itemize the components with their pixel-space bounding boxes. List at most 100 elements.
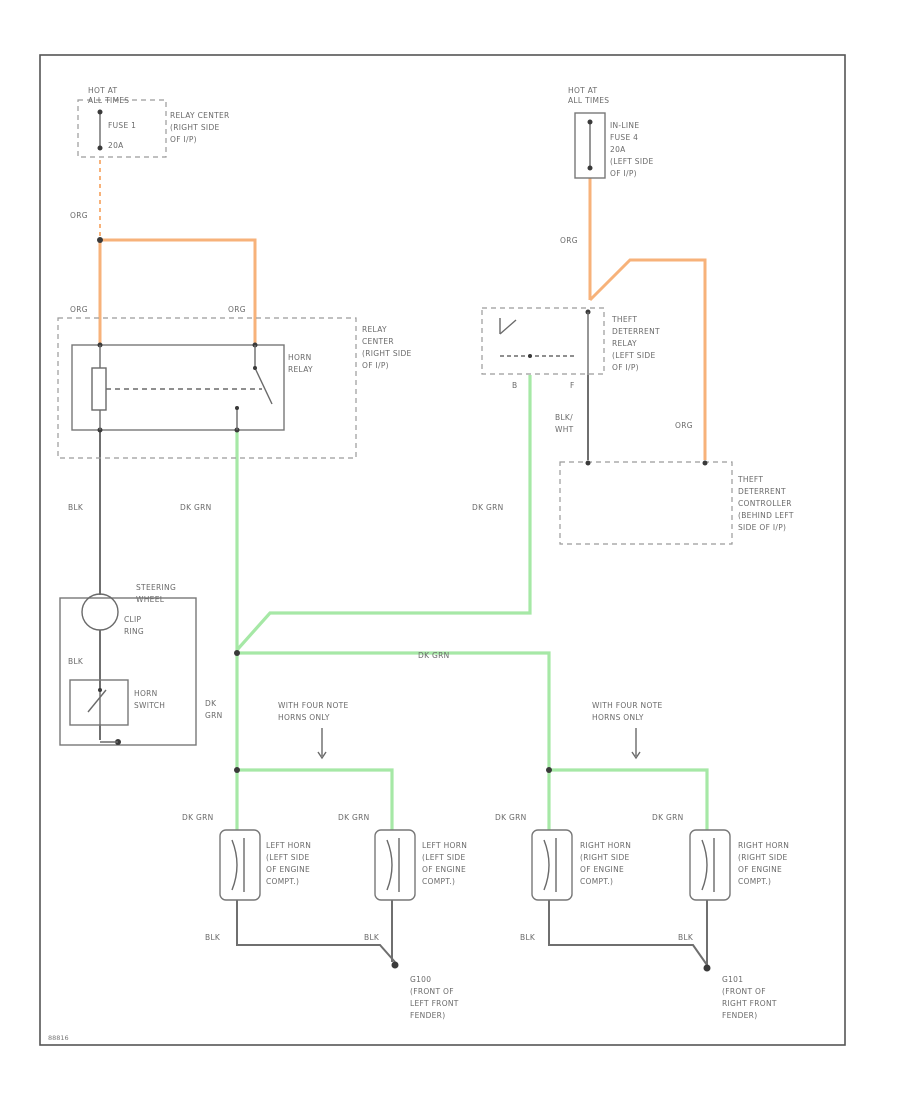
theft-relay-label-line1: THEFT (611, 315, 637, 324)
wire-label-dk-grn-right: DK GRN (472, 503, 504, 512)
theft-deterrent-relay: THEFT DETERRENT RELAY (LEFT SIDE OF I/P)… (481, 307, 660, 390)
svg-text:FENDER): FENDER) (410, 1011, 445, 1020)
svg-text:OF ENGINE: OF ENGINE (738, 865, 782, 874)
pin-f-label: F (570, 381, 575, 390)
orange-wires (98, 160, 707, 460)
left-horn-a: LEFT HORN (LEFT SIDE OF ENGINE COMPT.) (219, 829, 311, 901)
right-horn-b: RIGHT HORN (RIGHT SIDE OF ENGINE COMPT.) (689, 829, 789, 901)
relay-center-location-line2: (RIGHT SIDE (170, 123, 220, 132)
splice-org-left (97, 237, 103, 243)
relay-center-box-line2: CENTER (362, 337, 394, 346)
svg-text:RIGHT HORN: RIGHT HORN (738, 841, 789, 850)
clip-ring-label-line1: CLIP (124, 615, 142, 624)
fuse-4-location-line1: (LEFT SIDE (610, 157, 653, 166)
svg-text:(FRONT OF: (FRONT OF (722, 987, 766, 996)
wire-label-blk-switch: BLK (68, 657, 84, 666)
wire-label-dk-grn-vertical-line2: GRN (205, 711, 223, 720)
svg-text:OF ENGINE: OF ENGINE (580, 865, 624, 874)
hot-at-all-times-right-line2: ALL TIMES (568, 96, 609, 105)
fuse-1-label: FUSE 1 (108, 121, 136, 130)
theft-relay-label-line5: OF I/P) (612, 363, 639, 372)
horn-switch-label-line2: SWITCH (134, 701, 165, 710)
relay-center-location-line3: OF I/P) (170, 135, 197, 144)
svg-text:OF ENGINE: OF ENGINE (266, 865, 310, 874)
wire-label-org-a: ORG (70, 305, 88, 314)
svg-text:WITH FOUR NOTE: WITH FOUR NOTE (592, 701, 663, 710)
relay-center-box-line1: RELAY (362, 325, 387, 334)
green-wires (235, 375, 709, 830)
theft-controller-label-line1: THEFT (737, 475, 763, 484)
wire-label-dk-grn-horn-4: DK GRN (652, 813, 684, 822)
left-horn-b: LEFT HORN (LEFT SIDE OF ENGINE COMPT.) (374, 829, 467, 901)
theft-controller-label-line4: (BEHIND LEFT (738, 511, 794, 520)
svg-text:HORNS ONLY: HORNS ONLY (278, 713, 330, 722)
hot-at-all-times-left-line2: ALL TIMES (88, 96, 129, 105)
pin-b-label: B (512, 381, 517, 390)
black-wires (99, 375, 708, 966)
svg-text:LEFT FRONT: LEFT FRONT (410, 999, 459, 1008)
svg-text:FENDER): FENDER) (722, 1011, 757, 1020)
hot-at-all-times-right-line1: HOT AT (568, 86, 598, 95)
steering-wheel-label-line2: WHEEL (136, 595, 165, 604)
wire-label-dk-grn-horn-3: DK GRN (495, 813, 527, 822)
svg-text:RIGHT HORN: RIGHT HORN (580, 841, 631, 850)
wire-label-blk-wht-line1: BLK/ (555, 413, 573, 422)
wire-label-org-top-left: ORG (70, 211, 88, 220)
ground-g101: G101 (FRONT OF RIGHT FRONT FENDER) (703, 964, 777, 1020)
horn-relay-label-line2: RELAY (288, 365, 313, 374)
svg-text:G100: G100 (410, 975, 431, 984)
clip-ring-label-line2: RING (124, 627, 144, 636)
wire-label-dk-grn-bus: DK GRN (418, 651, 450, 660)
wire-label-org-controller: ORG (675, 421, 693, 430)
svg-text:OF ENGINE: OF ENGINE (422, 865, 466, 874)
theft-relay-label-line3: RELAY (612, 339, 637, 348)
fuse-4-location-line2: OF I/P) (610, 169, 637, 178)
svg-text:(FRONT OF: (FRONT OF (410, 987, 454, 996)
splice-green-right (546, 767, 552, 773)
svg-text:G101: G101 (722, 975, 743, 984)
svg-text:COMPT.): COMPT.) (580, 877, 613, 886)
relay-center-box-line3: (RIGHT SIDE (362, 349, 412, 358)
theft-controller-label-line2: DETERRENT (738, 487, 786, 496)
hot-at-all-times-left-line1: HOT AT (88, 86, 118, 95)
theft-relay-label-line2: DETERRENT (612, 327, 660, 336)
relay-center-location-line1: RELAY CENTER (170, 111, 230, 120)
fuse-1-block: HOT AT ALL TIMES FUSE 1 20A RELAY CENTER… (77, 86, 230, 158)
wire-label-org-right: ORG (560, 236, 578, 245)
svg-text:(RIGHT SIDE: (RIGHT SIDE (738, 853, 788, 862)
relay-center-box-line4: OF I/P) (362, 361, 389, 370)
fuse-4-rating: 20A (610, 145, 626, 154)
ground-g100: G100 (FRONT OF LEFT FRONT FENDER) (391, 961, 459, 1020)
wire-label-dk-grn-mid: DK GRN (180, 503, 212, 512)
svg-text:HORNS ONLY: HORNS ONLY (592, 713, 644, 722)
wire-label-blk-wht-line2: WHT (555, 425, 574, 434)
wire-label-blk-ground-2b: BLK (678, 933, 694, 942)
wire-label-blk-ground-2a: BLK (520, 933, 536, 942)
right-horn-a: RIGHT HORN (RIGHT SIDE OF ENGINE COMPT.) (531, 829, 631, 901)
four-note-note-right: WITH FOUR NOTE HORNS ONLY (592, 701, 663, 760)
fuse-4-block: HOT AT ALL TIMES IN-LINE FUSE 4 20A (LEF… (568, 86, 653, 179)
theft-controller-label-line5: SIDE OF I/P) (738, 523, 786, 532)
svg-text:(RIGHT SIDE: (RIGHT SIDE (580, 853, 630, 862)
wire-label-dk-grn-horn-2: DK GRN (338, 813, 370, 822)
svg-text:(LEFT SIDE: (LEFT SIDE (422, 853, 465, 862)
steering-wheel-label-line1: STEERING (136, 583, 176, 592)
svg-text:(LEFT SIDE: (LEFT SIDE (266, 853, 309, 862)
wire-label-dk-grn-vertical-line1: DK (205, 699, 217, 708)
svg-text:COMPT.): COMPT.) (738, 877, 771, 886)
wire-label-blk-left: BLK (68, 503, 84, 512)
horn-relay-label-line1: HORN (288, 353, 312, 362)
four-note-note-left: WITH FOUR NOTE HORNS ONLY (278, 701, 349, 760)
wire-label-dk-grn-horn-1: DK GRN (182, 813, 214, 822)
wire-label-blk-ground-1b: BLK (364, 933, 380, 942)
steering-wheel-assembly: STEERING WHEEL CLIP RING BLK HORN SWITCH (59, 583, 197, 746)
splice-green-main (234, 650, 240, 656)
svg-text:WITH FOUR NOTE: WITH FOUR NOTE (278, 701, 349, 710)
fuse-1-rating: 20A (108, 141, 124, 150)
horn-switch-label-line1: HORN (134, 689, 158, 698)
fuse-4-label: FUSE 4 (610, 133, 638, 142)
splice-green-left (234, 767, 240, 773)
svg-text:LEFT HORN: LEFT HORN (422, 841, 467, 850)
theft-relay-label-line4: (LEFT SIDE (612, 351, 655, 360)
